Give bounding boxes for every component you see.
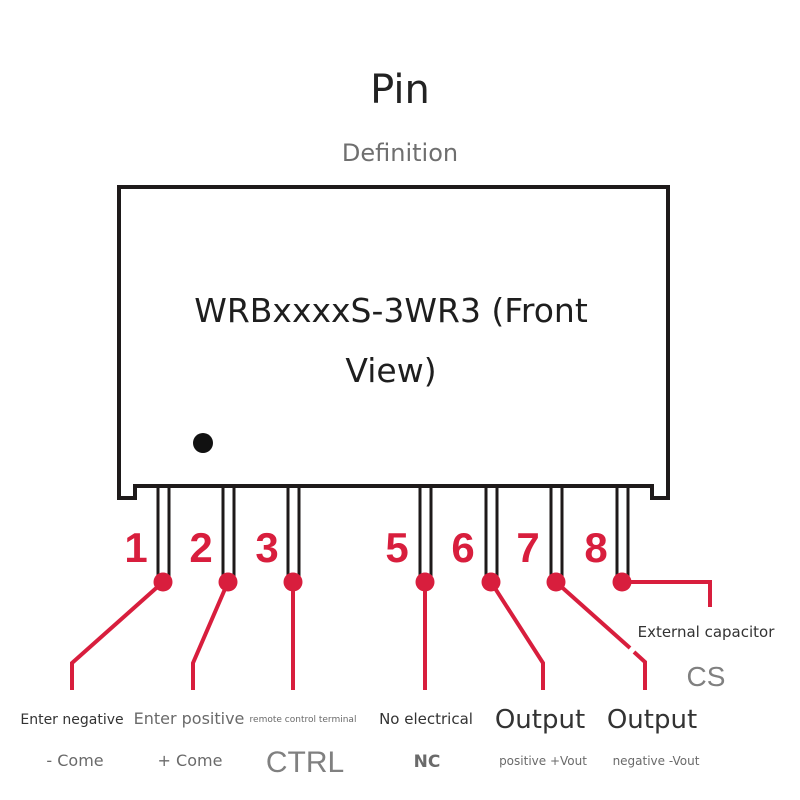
pin-dot-2: [218, 572, 238, 592]
leader-line-8: [622, 580, 712, 607]
pin1-orientation-dot: [193, 433, 213, 453]
diagram-subtitle: Definition: [342, 139, 458, 167]
module-body-outline: [117, 185, 670, 500]
pin-leg-6: [484, 487, 499, 578]
pin-leg-3: [286, 487, 301, 578]
pin1-label: Enter negative: [20, 712, 123, 728]
pin3-sublabel: CTRL: [266, 746, 344, 779]
pin-leg-2: [221, 487, 236, 578]
leader-line-6: [489, 580, 545, 690]
pin-number-1: 1: [124, 524, 147, 571]
pin-number-7: 7: [516, 524, 539, 571]
pin-number-2: 2: [189, 524, 212, 571]
leader-line-7b: [632, 650, 647, 690]
pin5-sublabel: NC: [414, 752, 441, 772]
pin2-sublabel: + Come: [158, 751, 223, 770]
pin8-sublabel: CS: [687, 661, 726, 692]
module-view-label: View): [345, 351, 436, 390]
pin-leg-5: [418, 487, 433, 578]
leader-line-1: [70, 580, 165, 690]
pin3-label: remote control terminal: [250, 715, 357, 725]
pin-number-5: 5: [385, 524, 408, 571]
pin-leg-1: [156, 487, 171, 578]
pin-leg-8: [615, 487, 630, 578]
pin2-label: Enter positive: [134, 709, 245, 728]
pin6-sublabel: positive +Vout: [499, 754, 587, 768]
pin7-sublabel: negative -Vout: [613, 754, 700, 768]
pin-dot-1: [153, 572, 173, 592]
pin-number-8: 8: [584, 524, 607, 571]
pin1-sublabel: - Come: [46, 751, 103, 770]
pin-dot-6: [481, 572, 501, 592]
pin-leg-7: [549, 487, 564, 578]
leader-line-2: [191, 581, 230, 690]
pin5-label: No electrical: [379, 710, 473, 728]
pin8-label: External capacitor: [638, 623, 776, 641]
leader-line-7a: [554, 580, 632, 650]
pin-number-3: 3: [255, 524, 278, 571]
pin7-label: Output: [607, 705, 697, 735]
pin-number-6: 6: [451, 524, 474, 571]
pin-dot-8: [612, 572, 632, 592]
module-model-name: WRBxxxxS-3WR3 (Front: [194, 291, 588, 330]
pin-dot-3: [283, 572, 303, 592]
pin6-label: Output: [495, 705, 585, 735]
pin-dot-7: [546, 572, 566, 592]
diagram-title: Pin: [370, 67, 430, 113]
pin-dot-5: [415, 572, 435, 592]
